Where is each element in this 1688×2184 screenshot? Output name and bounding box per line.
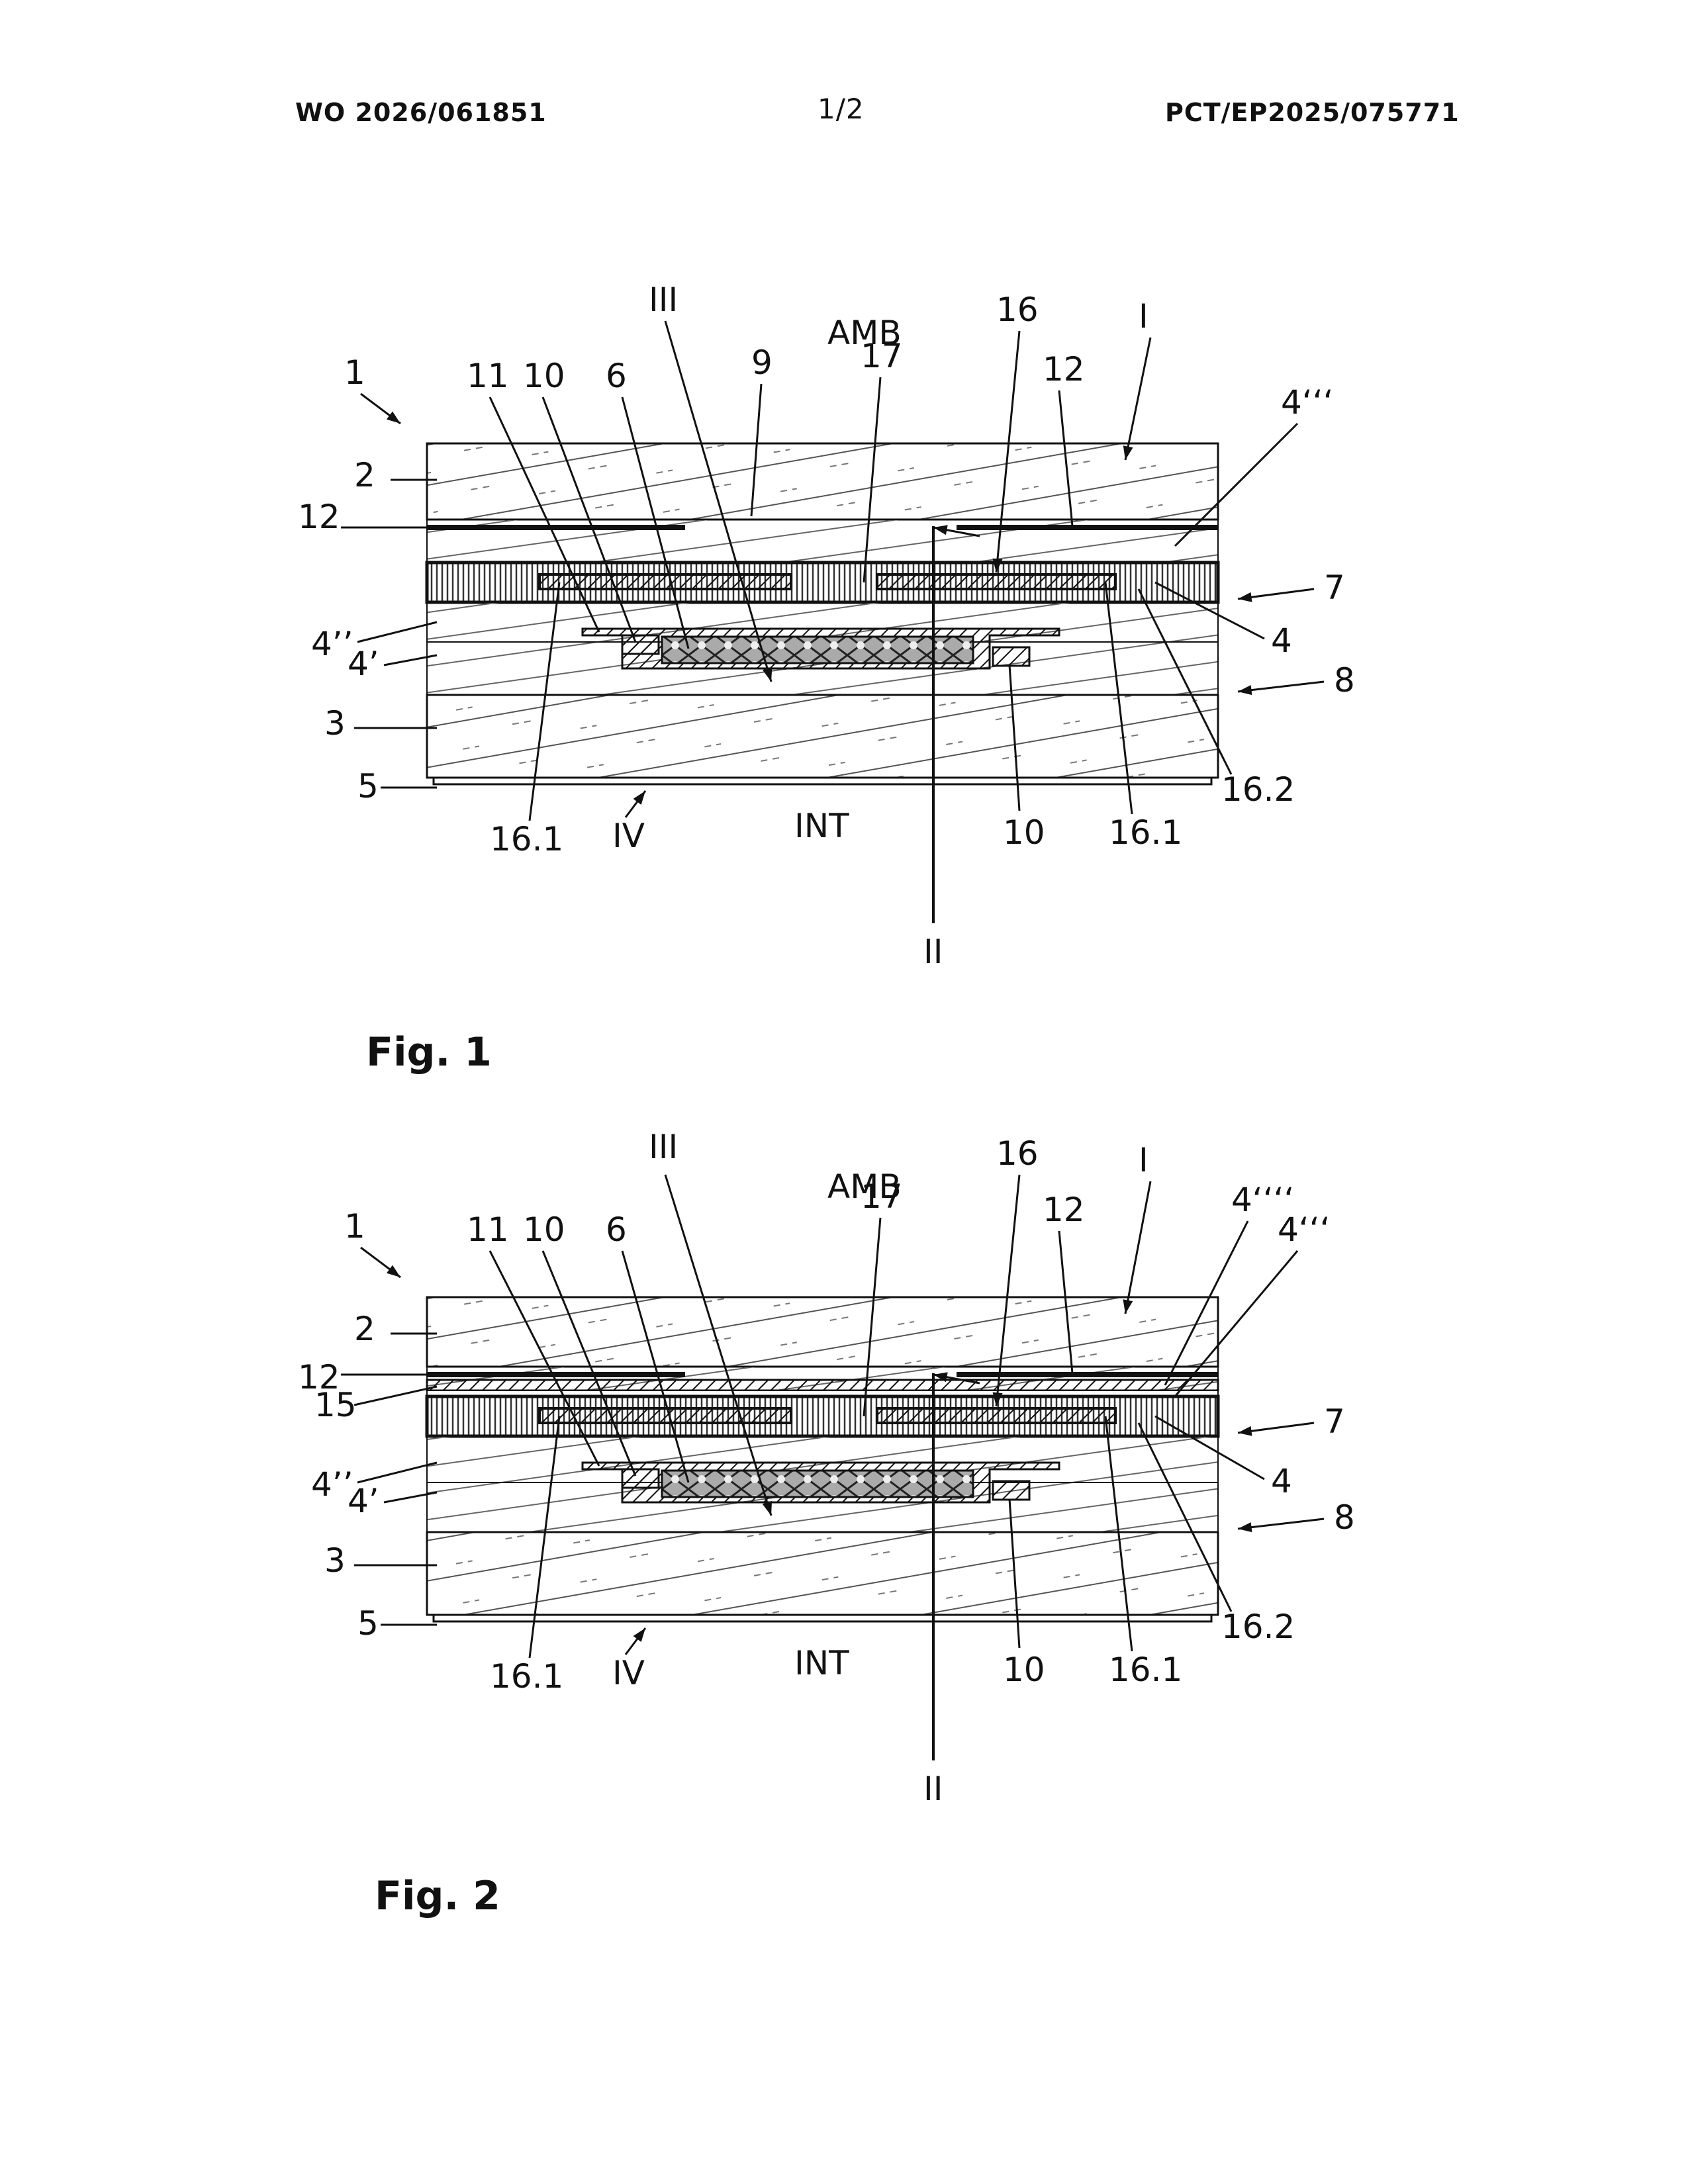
label-10-bottom: 10 [1003,813,1045,852]
label-7: 7 [1324,1402,1345,1441]
label-1: 1 [344,353,365,392]
coating-12-left [427,1372,685,1377]
label-INT: INT [794,1644,849,1682]
label-11: 11 [467,1210,509,1249]
busbar-16-1-right [877,574,1115,589]
contact-10-left [622,1469,659,1488]
label-4ppp: 4‘‘‘ [1278,1210,1331,1249]
carrier-film-15 [427,1380,1218,1390]
label-16-2: 16.2 [1221,770,1295,809]
label-4p: 4’ [348,1482,379,1520]
label-12-right: 12 [1043,1191,1085,1229]
label-8: 8 [1334,1498,1355,1537]
label-INT: INT [794,807,849,845]
inner-glass-pane [427,695,1218,778]
label-17: 17 [861,337,903,375]
label-3: 3 [324,704,346,743]
leader-7-head [1238,1426,1252,1436]
label-10-top: 10 [523,357,565,395]
label-IV: IV [612,1654,645,1692]
contact-10-right [993,647,1029,666]
label-III: III [649,281,678,319]
label-15: 15 [314,1386,357,1424]
leader-8-head [1238,1522,1252,1532]
leader-1-head [387,1265,400,1277]
label-2: 2 [354,1310,375,1348]
label-16-1-left: 16.1 [490,820,563,858]
label-I: I [1139,297,1149,336]
sheet-number: 1/2 [818,93,865,125]
label-4: 4 [1271,621,1292,660]
coating-12-left [427,525,685,530]
label-17: 17 [861,1177,903,1216]
label-16-1-right: 16.1 [1109,813,1182,852]
label-3: 3 [324,1541,346,1580]
label-16-2: 16.2 [1221,1608,1295,1646]
label-16-1-left: 16.1 [490,1657,563,1696]
leader-4pp [357,622,437,642]
leader-I [1125,338,1150,460]
label-1: 1 [344,1207,365,1246]
outer-glass-pane [427,443,1218,520]
label-4: 4 [1271,1462,1292,1500]
coating-12-right [957,525,1218,530]
label-7: 7 [1324,569,1345,607]
leader-IV-head [633,791,645,805]
contact-10-right [993,1481,1029,1500]
label-II: II [923,933,943,971]
busbar-16-1-right [877,1408,1115,1423]
label-4p: 4’ [348,645,379,683]
leader-4pp [357,1463,437,1482]
inner-glass-pane [427,1532,1218,1615]
label-12-left: 12 [298,498,340,536]
label-9: 9 [751,343,773,382]
label-2: 2 [354,456,375,494]
leader-1-head [387,412,400,424]
label-16: 16 [996,1134,1039,1173]
leader-I [1125,1181,1150,1314]
figure-1-drawing: AMBINT1212III111069171612I4‘‘‘74816.24’’… [0,258,1688,1019]
application-number: PCT/EP2025/075771 [1165,98,1460,127]
label-6: 6 [606,1210,627,1249]
coating-5 [434,1615,1211,1621]
label-I: I [1139,1141,1149,1179]
label-5: 5 [357,767,379,805]
label-III: III [649,1128,678,1166]
figure-1-caption: Fig. 1 [366,1029,492,1075]
coating-5 [434,778,1211,784]
label-10-bottom: 10 [1003,1651,1045,1689]
coating-12-right [957,1372,1218,1377]
leader-8-head [1238,685,1252,695]
leader-IV-head [633,1628,645,1642]
label-II: II [923,1770,943,1808]
label-5: 5 [357,1604,379,1643]
figure-2-caption: Fig. 2 [375,1873,500,1919]
label-12-right: 12 [1043,350,1085,388]
label-10-top: 10 [523,1210,565,1249]
label-16-1-right: 16.1 [1109,1651,1182,1689]
leader-7-head [1238,592,1252,602]
label-8: 8 [1334,661,1355,700]
publication-number: WO 2026/061851 [295,98,547,127]
label-16: 16 [996,291,1039,329]
label-11: 11 [467,357,509,395]
component-6 [662,637,973,663]
label-6: 6 [606,357,627,395]
label-IV: IV [612,817,645,855]
figure-2-drawing: AMBINT1212III11106171612I4‘‘‘‘4‘‘‘157481… [0,1112,1688,1873]
contact-10-left [622,635,659,654]
label-4ppp: 4‘‘‘ [1281,383,1334,422]
leader-15 [354,1387,437,1405]
component-6 [662,1471,973,1497]
outer-glass-pane [427,1297,1218,1367]
